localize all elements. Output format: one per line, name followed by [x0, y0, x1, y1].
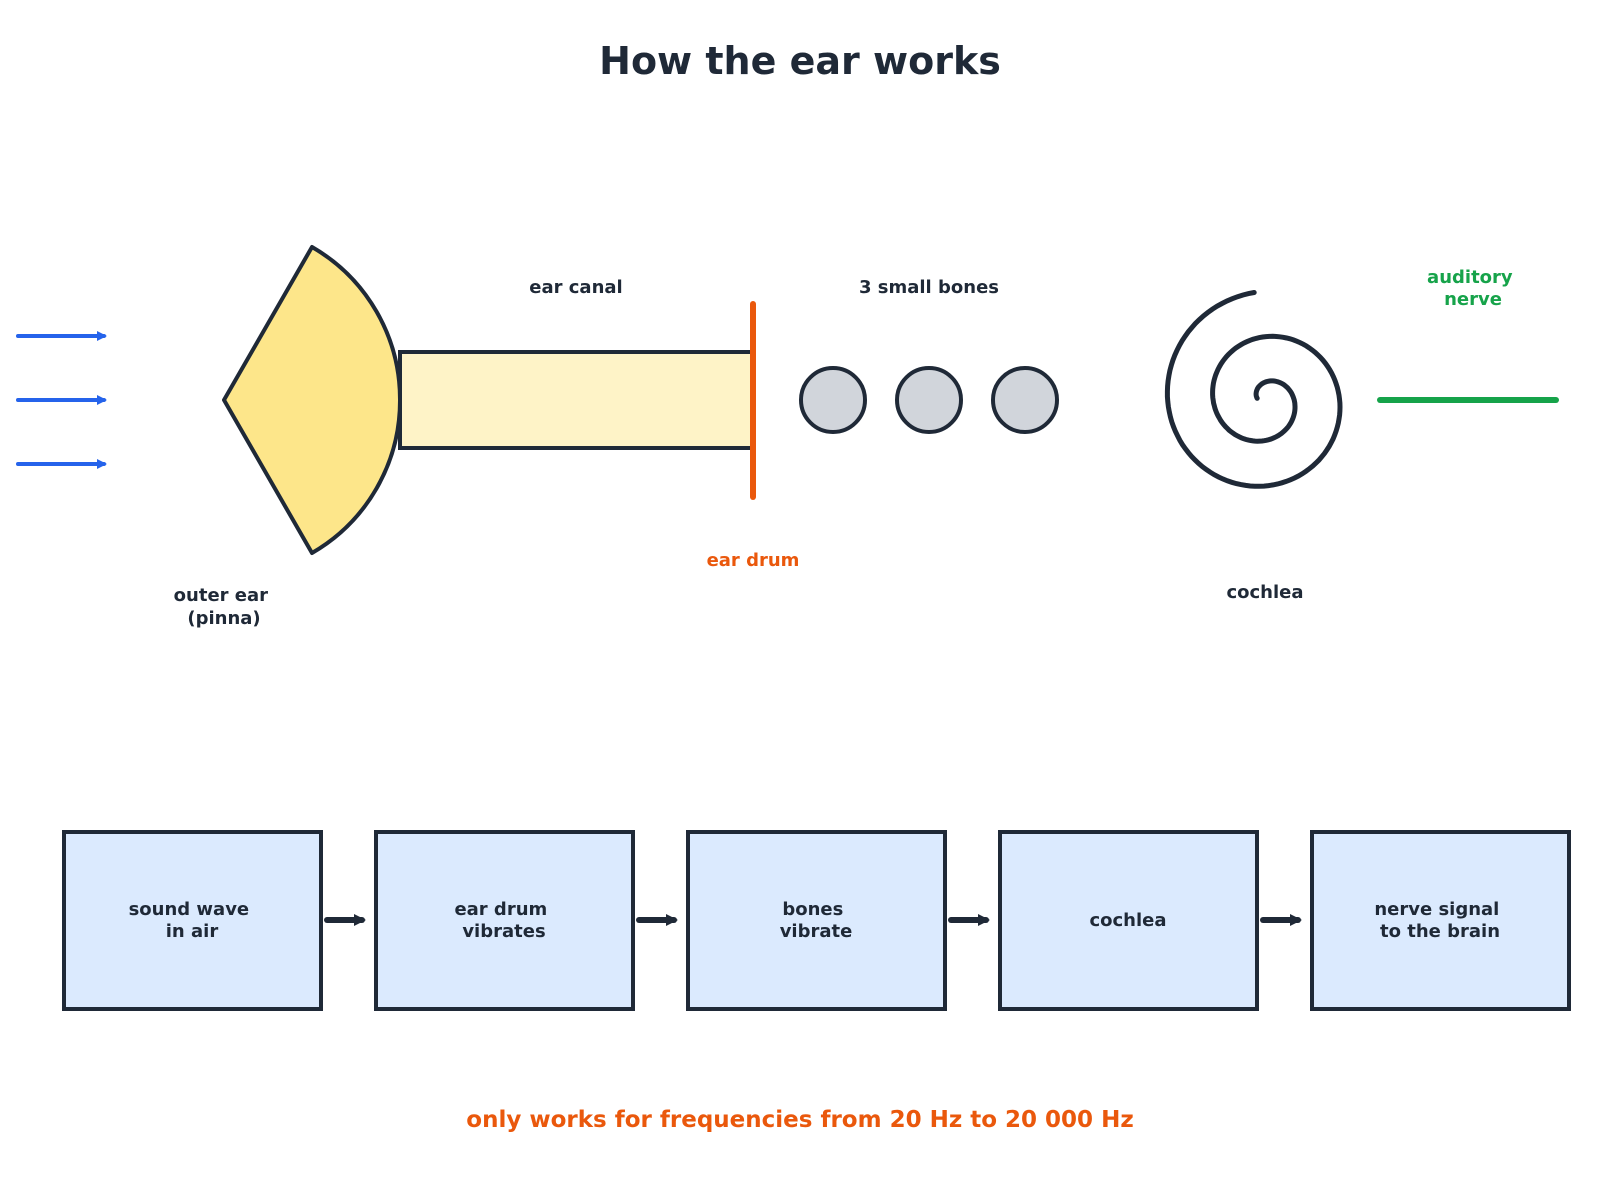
sound-wave-arrows [16, 331, 107, 469]
flow-box [686, 830, 947, 1011]
bones-label: 3 small bones [859, 277, 999, 298]
flow-step-cochlea: cochlea [998, 830, 1259, 1011]
ear-drum-label: ear drum [707, 550, 800, 571]
flow-box-label: cochlea [1089, 910, 1166, 931]
bone [991, 366, 1059, 434]
auditory-nerve-label: auditory nerve [1427, 267, 1519, 310]
ear-canal-label: ear canal [529, 277, 622, 298]
flow-box-label: bones vibrate [780, 899, 853, 942]
flow-box [374, 830, 635, 1011]
flow-box-label: ear drum vibrates [454, 899, 553, 942]
flow-box [998, 830, 1259, 1011]
ear-canal-shape [398, 350, 754, 450]
frequency-note: only works for frequencies from 20 Hz to… [466, 1107, 1133, 1133]
cochlea-spiral [1164, 290, 1343, 489]
outer-ear-shape [222, 245, 403, 555]
flow-box-label: nerve signal to the brain [1374, 899, 1505, 942]
flow-box [1310, 830, 1571, 1011]
flow-step-bones: bones vibrate [686, 830, 947, 1011]
bone [895, 366, 963, 434]
flow-step-ear-drum: ear drum vibrates [374, 830, 635, 1011]
diagram-title: How the ear works [599, 39, 1001, 83]
cochlea-label: cochlea [1226, 582, 1303, 603]
flow-box-label: sound wave in air [129, 899, 256, 942]
flow-step-nerve-signal: nerve signal to the brain [1310, 830, 1571, 1011]
flow-chain: sound wave in air ear drum vibrates bone… [62, 830, 1571, 1011]
outer-ear-label: outer ear (pinna) [174, 585, 275, 629]
flow-box [62, 830, 323, 1011]
small-bones [799, 366, 1059, 434]
flow-step-sound-wave: sound wave in air [62, 830, 323, 1011]
bone [799, 366, 867, 434]
